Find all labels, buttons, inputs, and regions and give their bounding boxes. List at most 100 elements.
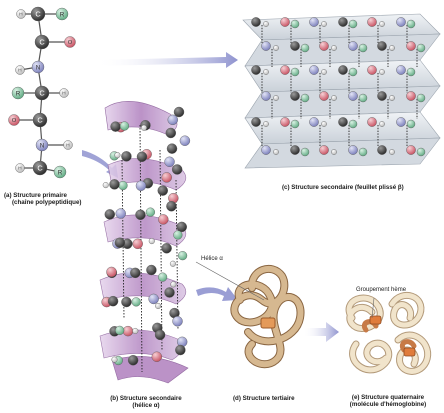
hydrogen-atom <box>170 281 177 288</box>
carbon-atom <box>104 209 115 220</box>
oxygen-atom <box>132 238 143 250</box>
carbon-atom <box>173 106 185 118</box>
carbon-atom: C <box>34 34 50 50</box>
carbon-atom <box>146 264 157 276</box>
r-group-symbol: R <box>60 11 65 18</box>
hydrogen-atom <box>111 356 118 363</box>
nitrogen-symbol: N <box>36 64 41 71</box>
hydrogen-atom <box>331 149 337 155</box>
carbon-atom <box>377 145 387 155</box>
caption-tertiary: (d) Structure tertiaire <box>233 395 295 402</box>
nitrogen-atom <box>261 145 271 155</box>
hydrogen-atom <box>379 21 385 27</box>
oxygen-atom <box>122 325 134 337</box>
oxygen-symbol: O <box>12 118 17 124</box>
r-group-atom: R <box>11 86 25 100</box>
nitrogen-atom <box>167 114 178 126</box>
nitrogen-atom <box>261 91 271 101</box>
carbon-atom <box>377 41 387 51</box>
r-group-atom <box>290 119 300 129</box>
arrow-to-tertiary <box>196 287 238 301</box>
hydrogen-atom <box>321 121 327 127</box>
oxygen-atom <box>280 117 290 127</box>
r-group-atom: R <box>55 7 69 21</box>
hydrogen-symbol: H <box>18 166 21 171</box>
nitrogen-atom <box>348 91 358 101</box>
oxygen-atom <box>280 17 290 27</box>
r-group-atom <box>158 272 168 282</box>
r-group-atom <box>300 147 310 157</box>
carbon-symbol: C <box>37 164 43 173</box>
nitrogen-atom <box>309 117 319 127</box>
oxygen-atom <box>158 214 169 225</box>
r-group-atom <box>406 67 416 77</box>
hydrogen-symbol: H <box>19 12 22 17</box>
carbon-atom <box>121 296 132 308</box>
nitrogen-atom <box>348 145 358 155</box>
r-group-atom <box>358 43 368 53</box>
carbon-atom <box>338 117 348 127</box>
r-group-atom <box>115 325 125 335</box>
caption-primary-title: (a) Structure primaire <box>4 192 67 199</box>
tertiary-structure <box>230 264 305 369</box>
hydrogen-symbol: H <box>18 68 21 73</box>
oxygen-atom <box>106 266 117 278</box>
hydrogen-atom <box>379 69 385 75</box>
hydrogen-atom: H <box>59 88 69 98</box>
oxygen-atom <box>280 65 290 75</box>
carbon-symbol: C <box>35 10 41 19</box>
caption-quaternary: (e) Structure quaternaire (molécule d'hé… <box>334 394 442 409</box>
r-group-atom <box>406 119 416 129</box>
carbon-atom <box>251 117 261 127</box>
hydrogen-atom <box>389 95 395 101</box>
nitrogen-atom <box>148 293 159 305</box>
hydrogen-atom <box>321 21 327 27</box>
carbon-atom: C <box>30 6 46 22</box>
carbon-symbol: C <box>37 116 43 125</box>
nitrogen-atom: N <box>31 60 45 74</box>
carbon-atom <box>121 151 132 162</box>
hydrogen-atom <box>273 45 279 51</box>
nitrogen-symbol: N <box>40 142 45 149</box>
carbon-atom <box>377 91 387 101</box>
nitrogen-atom <box>179 135 191 146</box>
r-group-atom <box>290 67 300 77</box>
carbon-atom <box>251 17 261 27</box>
helix-callout-label: Hélice α <box>201 256 223 262</box>
r-group-atom <box>300 43 310 53</box>
r-group-atom <box>416 93 426 103</box>
nitrogen-atom <box>135 180 147 191</box>
r-group-atom <box>348 119 358 129</box>
carbon-atom <box>130 267 141 279</box>
nitrogen-atom <box>396 65 406 75</box>
carbon-atom: C <box>32 112 48 128</box>
carbon-atom <box>338 17 348 27</box>
hydrogen-atom <box>263 121 269 127</box>
hydrogen-atom <box>148 238 155 245</box>
quaternary-structure <box>345 291 432 375</box>
carbon-atom <box>109 179 120 190</box>
carbon-atom <box>154 329 166 341</box>
nitrogen-atom <box>164 156 175 167</box>
heme-callout-line <box>371 297 375 319</box>
r-group-atom <box>300 93 310 103</box>
hydrogen-atom <box>331 95 337 101</box>
carbon-atom <box>251 65 261 75</box>
carbon-atom <box>166 201 177 212</box>
heme-group-tertiary <box>260 317 276 329</box>
oxygen-atom <box>406 145 416 155</box>
arrow-to-sheet <box>95 52 238 68</box>
carbon-atom <box>110 121 121 132</box>
nitrogen-atom <box>348 41 358 51</box>
r-group-atom <box>118 180 128 191</box>
hydrogen-atom <box>263 69 269 75</box>
caption-helix-title: (b) Structure secondaire <box>110 395 182 402</box>
nitrogen-atom <box>172 316 183 327</box>
carbon-atom <box>290 91 300 101</box>
hydrogen-atom <box>379 121 385 127</box>
carbon-atom <box>175 344 186 356</box>
r-group-atom <box>348 19 358 29</box>
nitrogen-atom <box>261 41 271 51</box>
caption-sheet-title: (c) Structure secondaire (feuillet pliss… <box>282 184 404 191</box>
carbon-atom: C <box>32 160 48 176</box>
